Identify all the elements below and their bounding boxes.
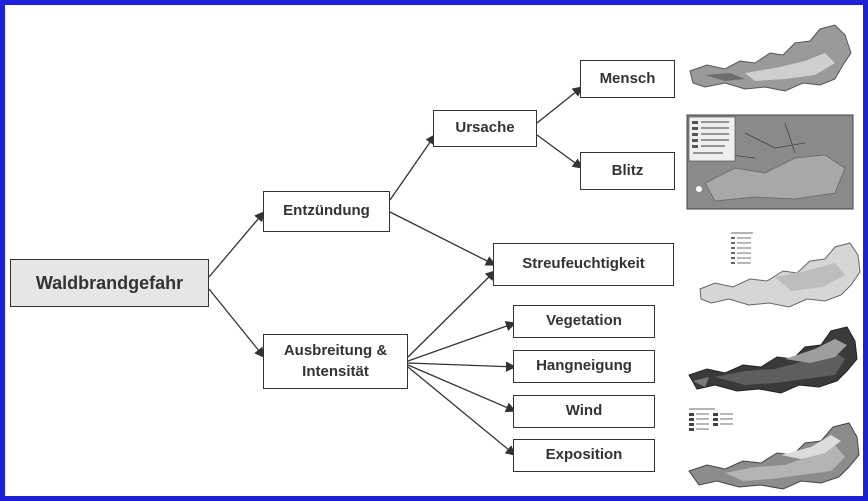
edge-entzuendung-ursache [389, 133, 436, 201]
edge-ausbreitung-streufeuchtigkeit [407, 270, 496, 358]
node-entzuendung: Entzündung [263, 191, 390, 232]
mensch-map [689, 24, 852, 92]
node-label: Streufeuchtigkeit [522, 255, 645, 273]
arrows-layer [208, 86, 584, 456]
blitz-map [686, 114, 854, 210]
edge-root-ausbreitung [208, 288, 265, 359]
edge-ursache-mensch [536, 86, 584, 124]
node-label: Waldbrandgefahr [35, 272, 184, 293]
edge-root-entzuendung [208, 211, 265, 278]
node-label: Mensch [599, 69, 656, 87]
node-ursache: Ursache [433, 110, 537, 147]
node-label: Hangneigung [536, 357, 632, 375]
node-label: Wind [565, 402, 603, 420]
edge-ausbreitung-hangneigung [407, 361, 517, 372]
edge-entzuendung-streufeuchtigkeit [389, 211, 497, 266]
node-wind: Wind [513, 395, 655, 428]
exposition-map [687, 407, 860, 490]
edge-ursache-blitz [536, 134, 584, 169]
streufeuchtigkeit-map [699, 231, 861, 308]
vegetation-hangneigung-map [688, 326, 858, 394]
node-blitz: Blitz [580, 152, 675, 190]
node-label: Entzündung [283, 202, 370, 220]
edge-ausbreitung-vegetation [407, 321, 517, 362]
node-streufeuchtigkeit: Streufeuchtigkeit [493, 243, 674, 286]
node-label: Exposition [545, 446, 623, 464]
node-waldbrandgefahr: Waldbrandgefahr [10, 259, 209, 307]
node-mensch: Mensch [580, 60, 675, 98]
node-label: Vegetation [546, 312, 622, 330]
edge-ausbreitung-exposition [407, 366, 517, 456]
node-label: Blitz [611, 161, 644, 179]
node-label: Ursache [455, 119, 515, 137]
node-exposition: Exposition [513, 439, 655, 472]
node-ausbreitung-intensitaet: Ausbreitung & Intensität [263, 334, 408, 389]
node-vegetation: Vegetation [513, 305, 655, 338]
edge-ausbreitung-wind [407, 364, 517, 413]
node-hangneigung: Hangneigung [513, 350, 655, 383]
austria-silhouette [699, 242, 861, 308]
node-label: Ausbreitung & Intensität [283, 342, 388, 380]
